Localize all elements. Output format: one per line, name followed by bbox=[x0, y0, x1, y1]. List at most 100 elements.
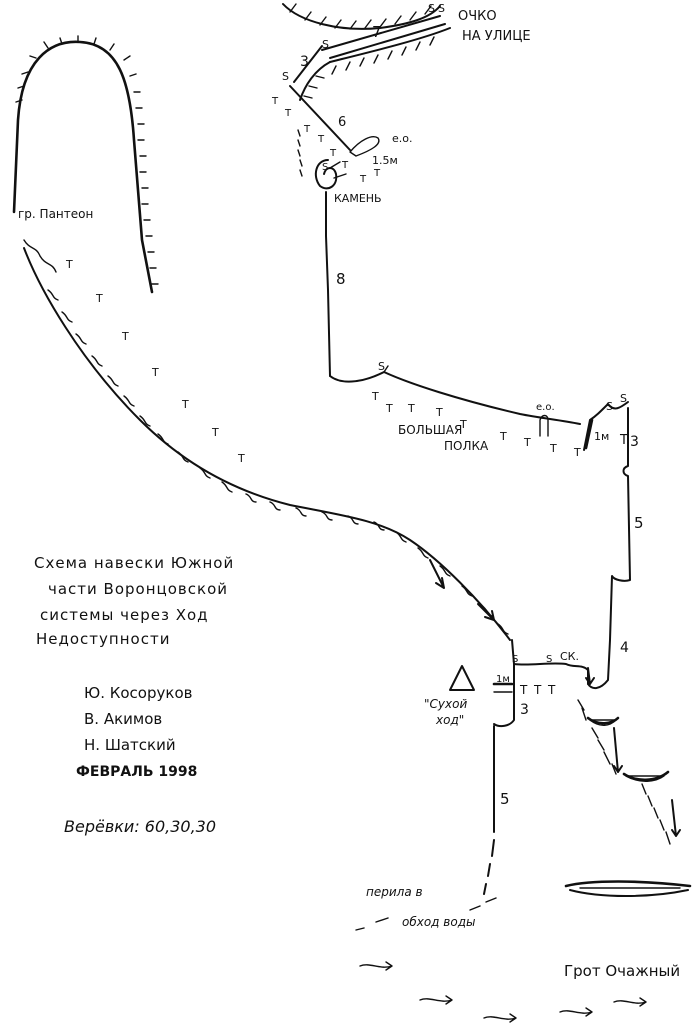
traverse-rope-6 bbox=[289, 85, 351, 151]
title-line-3: системы через Ход bbox=[40, 606, 209, 624]
svg-text:T: T bbox=[284, 108, 292, 119]
svg-text:T: T bbox=[373, 168, 381, 179]
svg-text:T: T bbox=[359, 174, 367, 185]
traverse-anchor-t-marks: T T T T T T T T bbox=[271, 96, 381, 185]
entrance-ceiling bbox=[282, 3, 441, 30]
upper-ledge-wall bbox=[299, 27, 451, 101]
sukhoy-label-line2: ход" bbox=[435, 713, 464, 727]
author-2: В. Акимов bbox=[84, 710, 162, 728]
anchor-s-label: S bbox=[620, 392, 627, 405]
anchor-s-label: S bbox=[428, 2, 435, 15]
anchor-s-label: S bbox=[438, 2, 445, 15]
anchor-s-label: S bbox=[546, 654, 552, 665]
pitch-5-lower-label: 5 bbox=[500, 790, 510, 808]
svg-text:T: T bbox=[435, 406, 443, 419]
eo-sling-top bbox=[349, 136, 380, 157]
author-3: Н. Шатский bbox=[84, 736, 176, 754]
anchor-s-label: S bbox=[378, 360, 385, 373]
pitch-3-lower-label: 3 bbox=[520, 702, 529, 718]
descending-slope-wall bbox=[23, 239, 511, 641]
title-line-4: Недоступности bbox=[36, 630, 170, 648]
water-cascade bbox=[577, 699, 681, 845]
big-shelf-wall bbox=[329, 365, 581, 425]
svg-text:T: T bbox=[341, 160, 349, 171]
svg-text:T: T bbox=[549, 442, 557, 455]
kamen-label: КАМЕНЬ bbox=[334, 192, 382, 205]
grot-label: Грот Очажный bbox=[564, 962, 680, 980]
anchor-s-label: S bbox=[282, 70, 289, 83]
title-block: Схема навески Южной части Воронцовской с… bbox=[34, 554, 234, 648]
lower-pitch-3-wall bbox=[492, 663, 515, 728]
pitch-3-shelf-label: 3 bbox=[630, 434, 639, 450]
date-label: ФЕВРАЛЬ 1998 bbox=[76, 764, 197, 780]
rope-pitch-3-top bbox=[293, 45, 323, 83]
pitch-5-right-label: 5 bbox=[634, 514, 644, 532]
svg-text:T: T bbox=[95, 292, 103, 305]
authors-block: Ю. Косоруков В. Акимов Н. Шатский ФЕВРАЛ… bbox=[76, 684, 197, 780]
svg-text:T: T bbox=[371, 390, 379, 403]
ochko-label-line2: НА УЛИЦЕ bbox=[462, 29, 531, 44]
svg-text:T: T bbox=[317, 134, 325, 145]
pantheon-label: гр. Пантеон bbox=[18, 207, 93, 221]
author-1: Ю. Косоруков bbox=[84, 684, 192, 702]
ropes-label: Верёвки: 60,30,30 bbox=[64, 817, 216, 836]
one-meter-right-label: 1м bbox=[594, 430, 609, 443]
perila-label-line2: обход воды bbox=[402, 915, 475, 929]
svg-text:T: T bbox=[211, 426, 219, 439]
svg-text:T: T bbox=[237, 452, 245, 465]
eo-label-top: е.о. bbox=[392, 132, 413, 145]
svg-text:T: T bbox=[533, 683, 542, 697]
pitch-3-top-label: 3 bbox=[300, 54, 309, 70]
svg-text:T: T bbox=[181, 398, 189, 411]
pitch-7-label: 7 bbox=[372, 23, 382, 41]
down-arrow-icon bbox=[585, 667, 595, 685]
eo-label-shelf: е.о. bbox=[536, 402, 555, 413]
svg-text:T: T bbox=[303, 124, 311, 135]
shelf-anchor-t-marks: T T T T T T T T T bbox=[371, 390, 581, 459]
anchor-s-label: S bbox=[322, 162, 328, 173]
anchor-s-label: S bbox=[512, 654, 518, 665]
length-15m-label: 1.5м bbox=[372, 154, 398, 167]
left-wall-hatching-top bbox=[297, 129, 303, 177]
entrance-rope-7 bbox=[321, 15, 446, 59]
handline-dashes bbox=[355, 897, 497, 931]
svg-text:T: T bbox=[459, 418, 467, 431]
svg-text:T: T bbox=[523, 436, 531, 449]
svg-text:T: T bbox=[329, 148, 337, 159]
bolshaya-label-line2: ПОЛКА bbox=[444, 439, 489, 453]
pitch-4-label: 4 bbox=[620, 640, 629, 656]
svg-text:T: T bbox=[519, 683, 528, 697]
title-line-1: Схема навески Южной bbox=[34, 554, 234, 572]
bolshaya-label-line1: БОЛЬШАЯ bbox=[398, 423, 462, 437]
svg-text:T: T bbox=[385, 402, 393, 415]
flow-arrow-icon bbox=[429, 559, 495, 621]
sukhoy-label-line1: "Сухой bbox=[424, 697, 467, 711]
right-shaft-wall bbox=[587, 407, 631, 690]
rope-pitch-5-lower-dashed bbox=[483, 839, 495, 895]
pantheon-grotto-wall bbox=[12, 35, 159, 294]
svg-text:T: T bbox=[407, 402, 415, 415]
pitch-8-label: 8 bbox=[336, 270, 346, 288]
slope-anchor-t-marks: T T T T T T T bbox=[65, 258, 245, 465]
svg-text:T: T bbox=[499, 430, 507, 443]
dry-passage-triangle-icon bbox=[449, 665, 475, 691]
svg-text:T: T bbox=[547, 683, 556, 697]
one-meter-left-label: 1м bbox=[496, 674, 510, 685]
perila-label-line1: перила в bbox=[366, 885, 423, 899]
svg-text:T: T bbox=[65, 258, 73, 271]
pitch-6-label: 6 bbox=[338, 115, 346, 130]
svg-text:T: T bbox=[151, 366, 159, 379]
ochko-label-line1: ОЧКО bbox=[458, 9, 497, 24]
svg-text:T: T bbox=[573, 446, 581, 459]
anchor-s-label: S bbox=[606, 400, 613, 413]
pool-shape bbox=[564, 880, 692, 897]
lower-ledge bbox=[511, 639, 589, 685]
boulder-sling bbox=[329, 161, 347, 179]
svg-text:T: T bbox=[271, 96, 279, 107]
sk-label: СК. bbox=[560, 650, 579, 663]
rope-pitch-8 bbox=[325, 191, 331, 377]
anchor-s-label: S bbox=[322, 38, 329, 51]
lower-ledge-t-marks: T T T bbox=[519, 683, 556, 697]
t-marker: T bbox=[619, 433, 628, 448]
